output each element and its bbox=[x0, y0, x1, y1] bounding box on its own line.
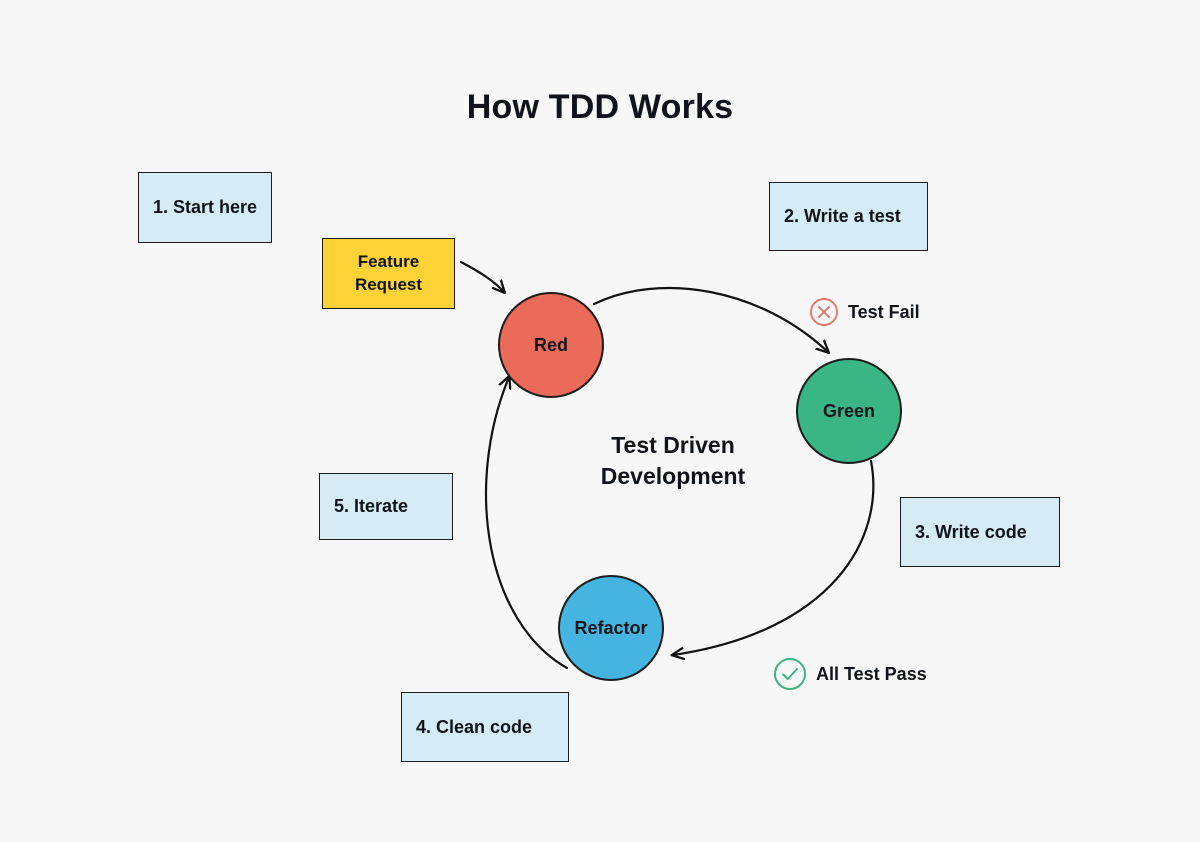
arrow-feature-to-red bbox=[459, 260, 504, 292]
node-refactor-label: Refactor bbox=[574, 618, 648, 638]
step-callout-5[interactable]: 5. Iterate bbox=[319, 473, 453, 540]
step-callout-5-label: 5. Iterate bbox=[334, 496, 409, 516]
arrow-refactor-to-red bbox=[485, 377, 569, 670]
node-red-label: Red bbox=[533, 335, 568, 355]
step-callout-4-label: 4. Clean code bbox=[416, 716, 533, 737]
node-red[interactable]: Red bbox=[498, 292, 604, 398]
node-green-label: Green bbox=[822, 401, 876, 421]
node-refactor[interactable]: Refactor bbox=[558, 575, 664, 681]
page-title: How TDD Works bbox=[466, 88, 734, 126]
node-green[interactable]: Green bbox=[796, 358, 902, 464]
arrow-red-to-green bbox=[592, 286, 828, 352]
status-marker-all-test-pass: All Test Pass bbox=[772, 656, 927, 692]
arrow-green-to-refactor bbox=[673, 459, 875, 655]
feature-request-line2: Request bbox=[354, 274, 423, 294]
cycle-center-label-line2: Development bbox=[600, 462, 746, 489]
feature-request-text: Feature Request bbox=[355, 251, 422, 296]
feature-request-box[interactable]: Feature Request bbox=[322, 238, 455, 309]
status-marker-test-fail: Test Fail bbox=[808, 296, 920, 328]
step-callout-3[interactable]: 3. Write code bbox=[900, 497, 1060, 567]
status-marker-all-test-pass-label: All Test Pass bbox=[816, 663, 927, 684]
cycle-center-label-line1: Test Driven bbox=[611, 432, 735, 458]
status-marker-test-fail-label: Test Fail bbox=[848, 301, 920, 322]
step-callout-2[interactable]: 2. Write a test bbox=[769, 182, 928, 251]
circle-x-icon bbox=[810, 298, 838, 326]
step-callout-3-label: 3. Write code bbox=[915, 521, 1027, 542]
step-callout-1-label: 1. Start here bbox=[153, 197, 258, 217]
cycle-center-label: Test Driven Development bbox=[553, 430, 793, 491]
step-callout-1[interactable]: 1. Start here bbox=[138, 172, 272, 243]
step-callout-2-label: 2. Write a test bbox=[784, 206, 901, 226]
circle-check-icon bbox=[774, 658, 806, 690]
step-callout-4[interactable]: 4. Clean code bbox=[401, 692, 569, 762]
feature-request-line1: Feature bbox=[357, 252, 420, 272]
